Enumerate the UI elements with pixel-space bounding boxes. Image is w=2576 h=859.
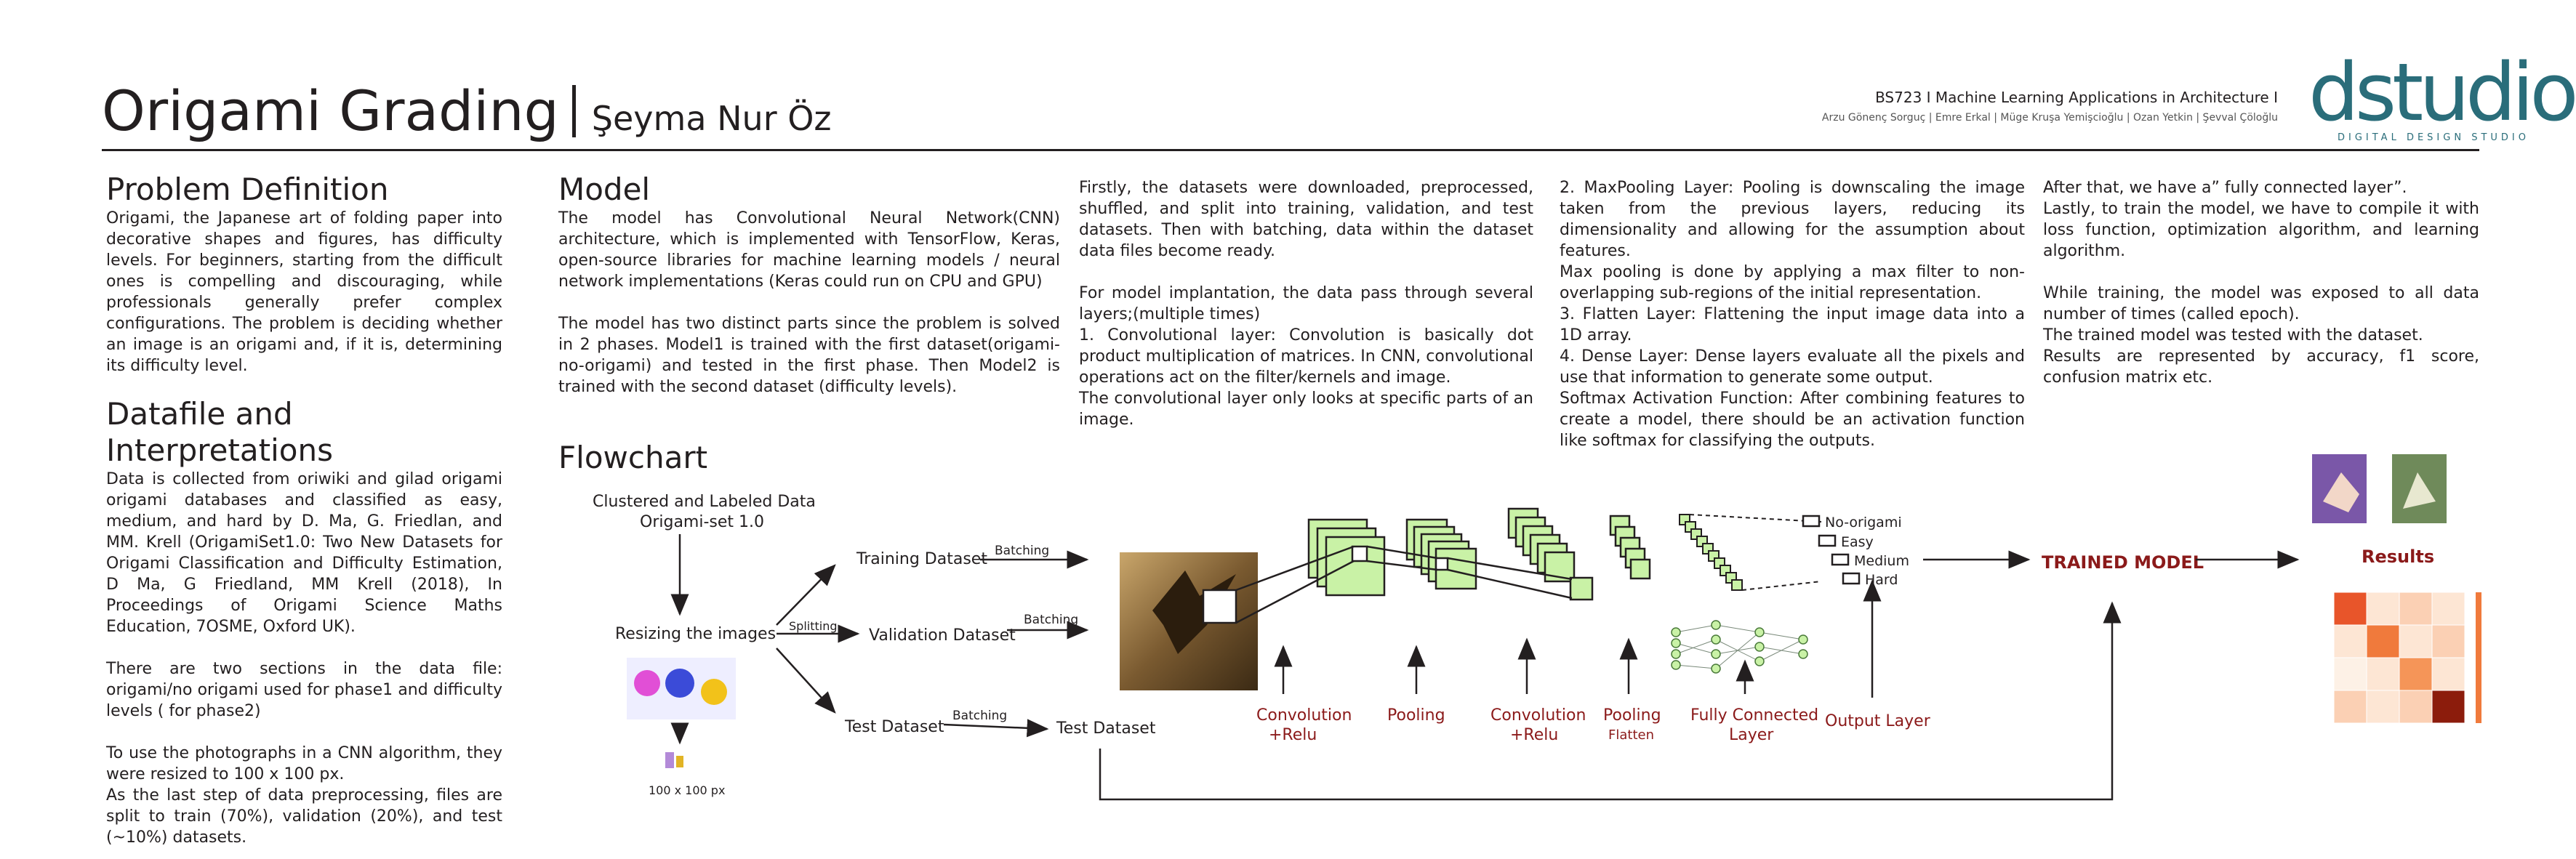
batching-1: Batching — [995, 544, 1050, 558]
col5-p2: Lastly, to train the model, we have to c… — [2043, 200, 2479, 260]
origami-set-label: Origami-set 1.0 — [640, 513, 765, 531]
fc-network-edges — [1675, 624, 1804, 669]
result-origami-1 — [2323, 472, 2359, 512]
small-thumb-1 — [665, 752, 674, 768]
photo-kernel — [1202, 589, 1237, 624]
pool1-label: Pooling — [1387, 706, 1445, 725]
thumb-origami-1 — [634, 670, 660, 696]
process-text-1: Firstly, the datasets were downloaded, p… — [1079, 177, 1533, 430]
pool1-stack — [1405, 518, 1477, 590]
process-text-3: After that, we have a” fully connected l… — [2043, 177, 2479, 388]
class-no-origami: No-origami — [1825, 515, 1902, 531]
col3-p2: For model implantation, the data pass th… — [1079, 284, 1533, 323]
poster-title: Origami Grading Şeyma Nur Öz — [102, 78, 832, 151]
flatten-dashed-lines — [1689, 514, 1822, 591]
training-label: Training Dataset — [856, 550, 987, 568]
arrow-batch-test — [943, 719, 1049, 738]
instructors: Arzu Gönenç Sorguç | Emre Erkal | Müge K… — [1821, 112, 2278, 124]
dstudio-logo: dstudio DIGITAL DESIGN STUDIO — [2308, 52, 2576, 143]
col5-p5: Results are represented by accuracy, f1 … — [2043, 347, 2479, 387]
col5-p4: The trained model was tested with the da… — [2043, 326, 2423, 344]
col4-p4: 4. Dense Layer: Dense layers evaluate al… — [1560, 347, 2025, 387]
datafile-p4: As the last step of data preprocessing, … — [106, 786, 502, 847]
col5-p3: While training, the model was exposed to… — [2043, 284, 2479, 323]
datafile-heading: Datafile and Interpretations — [106, 396, 333, 468]
relu1-label: +Relu — [1269, 726, 1317, 744]
col5-p1: After that, we have a” fully connected l… — [2043, 179, 2407, 197]
col4-p3: 3. Flatten Layer: Flattening the input i… — [1560, 305, 2025, 344]
pool1-kernel — [1435, 557, 1449, 571]
conv1-kernel — [1351, 545, 1368, 562]
flowchart-heading: Flowchart — [558, 440, 708, 475]
class-medium: Medium — [1854, 553, 1909, 569]
result-origami-2 — [2403, 472, 2436, 509]
model-p2: The model has two distinct parts since t… — [558, 315, 1060, 396]
confusion-colorbar — [2476, 592, 2481, 723]
conv-connection-lines — [1235, 545, 1573, 624]
conv2-stack — [1507, 507, 1576, 583]
batching-2: Batching — [1024, 613, 1079, 627]
pool2-stack — [1609, 515, 1651, 580]
splitting-label: Splitting — [789, 619, 838, 633]
class-easy: Easy — [1841, 534, 1874, 550]
title-separator — [571, 85, 576, 137]
trained-model-label: TRAINED MODEL — [2042, 552, 2204, 573]
resizing-label: Resizing the images — [615, 625, 777, 643]
test-label: Test Dataset — [845, 718, 944, 736]
model-heading: Model — [558, 172, 651, 207]
conv1-stack — [1307, 518, 1386, 597]
col4-p2: Max pooling is done by applying a max fi… — [1560, 263, 2025, 302]
col3-p3: 1. Convolutional layer: Convolution is b… — [1079, 326, 1533, 387]
fc-label-1: Fully Connected — [1690, 706, 1819, 725]
logo-text: dstudio — [2308, 46, 2576, 139]
arrow-to-test — [776, 648, 836, 714]
problem-body: Origami, the Japanese art of folding pap… — [106, 209, 502, 375]
thumb-origami-2 — [665, 669, 694, 698]
relu2-label: +Relu — [1510, 726, 1559, 744]
pool2-label: Pooling — [1603, 706, 1661, 725]
problem-heading: Problem Definition — [106, 172, 389, 207]
confusion-matrix — [2333, 592, 2465, 724]
output-boxes — [1802, 515, 1861, 585]
problem-section: Problem Definition Origami, the Japanese… — [106, 172, 502, 376]
process-text-2: 2. MaxPooling Layer: Pooling is downscal… — [1560, 177, 2025, 451]
small-thumb-2 — [676, 756, 683, 767]
col3-p4: The convolutional layer only looks at sp… — [1079, 390, 1533, 429]
conv1-label: Convolution — [1256, 706, 1352, 725]
flatten-label: Flatten — [1608, 727, 1654, 743]
col4-p5: Softmax Activation Function: After combi… — [1560, 390, 2025, 450]
col3-p1: Firstly, the datasets were downloaded, p… — [1079, 179, 1533, 260]
author-name: Şeyma Nur Öz — [591, 99, 832, 138]
datafile-p1: Data is collected from oriwiki and gilad… — [106, 470, 502, 636]
thumb-origami-3 — [701, 679, 727, 705]
model-p1: The model has Convolutional Neural Netwo… — [558, 209, 1060, 291]
model-section: Model The model has Convolutional Neural… — [558, 172, 1060, 398]
col4-p1: 2. MaxPooling Layer: Pooling is downscal… — [1560, 179, 2025, 260]
header-rule — [102, 149, 2479, 151]
course-info: BS723 I Machine Learning Applications in… — [1822, 87, 2278, 128]
logo-subtitle: DIGITAL DESIGN STUDIO — [2338, 132, 2529, 143]
test2-label: Test Dataset — [1056, 719, 1156, 738]
fc-label-2: Layer — [1729, 726, 1774, 744]
conv2-output — [1569, 576, 1594, 601]
arrow-to-training — [776, 564, 836, 626]
test-feedback-arrow — [1099, 601, 2122, 801]
validation-label: Validation Dataset — [869, 626, 1016, 645]
fc-network-nodes — [1671, 620, 1808, 674]
datafile-section: Datafile and Interpretations Data is col… — [106, 396, 502, 848]
size-label: 100 x 100 px — [649, 783, 726, 797]
flatten-stack — [1679, 514, 1743, 591]
clustered-label: Clustered and Labeled Data — [593, 493, 816, 511]
datafile-p2: There are two sections in the data file:… — [106, 660, 502, 720]
course-title: BS723 I Machine Learning Applications in… — [1875, 89, 2278, 106]
results-label: Results — [2362, 547, 2435, 567]
datafile-p3: To use the photographs in a CNN algorith… — [106, 744, 502, 783]
output-layer-label: Output Layer — [1825, 712, 1930, 730]
title-text: Origami Grading — [102, 78, 559, 143]
batching-3: Batching — [952, 709, 1008, 723]
conv2-label: Convolution — [1490, 706, 1586, 725]
